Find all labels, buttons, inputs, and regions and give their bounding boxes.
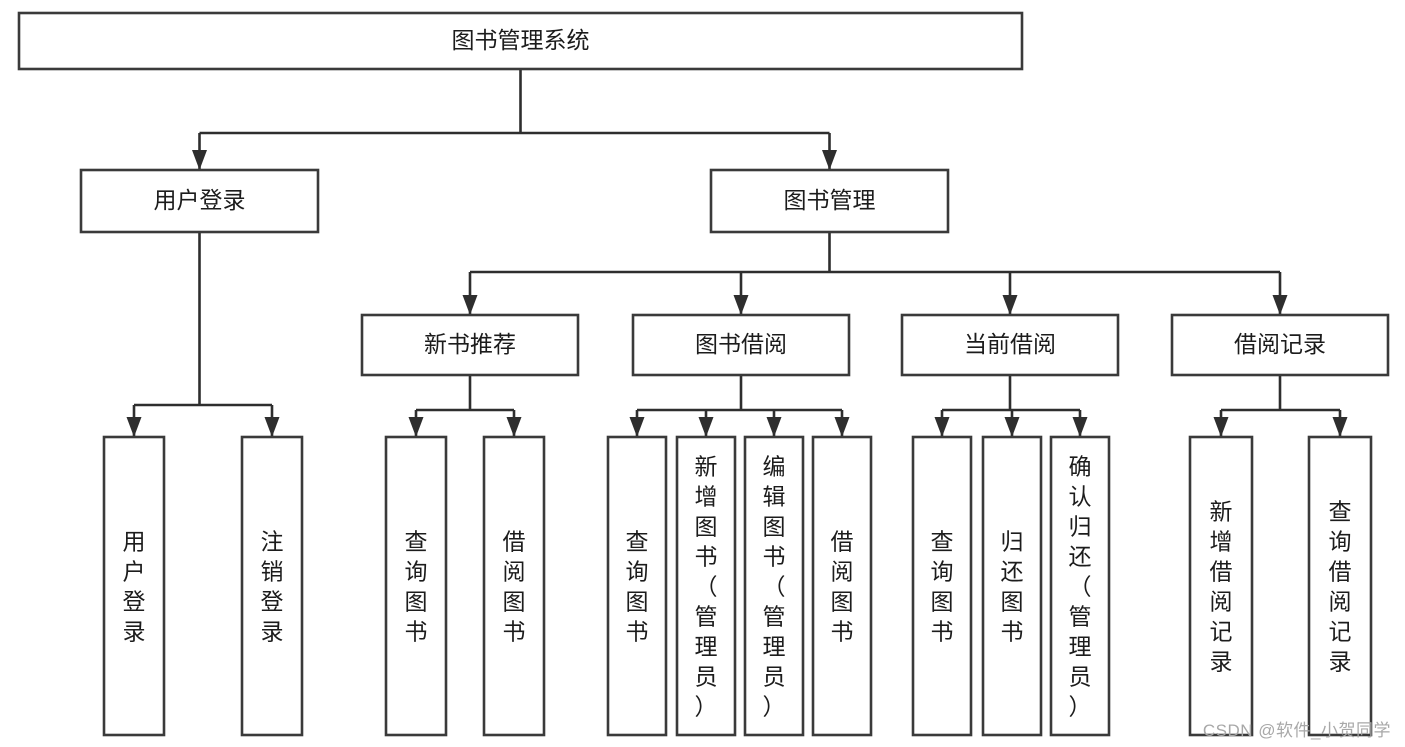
node-root-box[interactable] (17, 11, 1024, 71)
node-leaf-borrow-book-label: 借阅图书 (831, 528, 854, 644)
node-book-borrow-label: 图书借阅 (695, 331, 787, 357)
arrow-head-icon (822, 150, 837, 170)
arrow-head-icon (408, 417, 424, 437)
arrow-head-icon (1072, 417, 1088, 437)
node-borrow-record-label: 借阅记录 (1234, 331, 1326, 357)
node-leaf-borrow-book-rec-box[interactable] (482, 435, 546, 737)
node-leaf-add-book-label: 新增图书（管理员） (695, 453, 718, 719)
node-leaf-borrow-book-rec-label: 借阅图书 (503, 528, 526, 644)
node-leaf-edit-book-label: 编辑图书（管理员） (763, 453, 786, 719)
node-leaf-return-book-label: 归还图书 (1001, 528, 1024, 644)
node-leaf-query-record[interactable]: 查询借阅记录 (1307, 435, 1373, 737)
node-leaf-query-book-rec[interactable]: 查询图书 (384, 435, 448, 737)
arrow-head-icon (1332, 417, 1348, 437)
nodes-layer: 图书管理系统用户登录图书管理新书推荐图书借阅当前借阅借阅记录用户登录注销登录查询… (17, 11, 1390, 737)
node-book-manage-label: 图书管理 (784, 187, 876, 213)
node-root[interactable]: 图书管理系统 (17, 11, 1024, 71)
node-leaf-user-logout-label: 注销登录 (261, 528, 284, 644)
node-leaf-user-login-label: 用户登录 (123, 528, 146, 644)
node-leaf-query-book-rec-box[interactable] (384, 435, 448, 737)
node-new-book-rec[interactable]: 新书推荐 (360, 313, 580, 377)
node-leaf-query-book-current-label: 查询图书 (931, 528, 954, 644)
node-new-book-rec-label: 新书推荐 (424, 331, 516, 357)
node-leaf-query-record-box[interactable] (1307, 435, 1373, 737)
node-leaf-query-book-borrow-box[interactable] (606, 435, 668, 737)
arrow-head-icon (192, 150, 207, 170)
node-leaf-confirm-return[interactable]: 确认归还（管理员） (1049, 435, 1111, 737)
node-leaf-user-logout-box[interactable] (240, 435, 304, 737)
arrow-head-icon (264, 417, 280, 437)
node-leaf-edit-book[interactable]: 编辑图书（管理员） (743, 435, 805, 737)
node-current-borrow[interactable]: 当前借阅 (900, 313, 1120, 377)
node-leaf-borrow-book-rec[interactable]: 借阅图书 (482, 435, 546, 737)
arrow-head-icon (629, 417, 645, 437)
node-new-book-rec-box[interactable] (360, 313, 580, 377)
node-leaf-query-book-borrow-label: 查询图书 (626, 528, 649, 644)
node-root-label: 图书管理系统 (452, 27, 590, 53)
arrow-head-icon (462, 295, 478, 315)
arrow-head-icon (834, 417, 850, 437)
node-current-borrow-label: 当前借阅 (964, 331, 1056, 357)
arrow-head-icon (506, 417, 522, 437)
node-leaf-add-record-box[interactable] (1188, 435, 1254, 737)
node-book-manage[interactable]: 图书管理 (709, 168, 950, 234)
node-leaf-add-book[interactable]: 新增图书（管理员） (675, 435, 737, 737)
node-leaf-query-book-current[interactable]: 查询图书 (911, 435, 973, 737)
node-user-login-box[interactable] (79, 168, 320, 234)
node-leaf-query-record-label: 查询借阅记录 (1329, 498, 1352, 674)
node-leaf-borrow-book-box[interactable] (811, 435, 873, 737)
node-leaf-query-book-current-box[interactable] (911, 435, 973, 737)
node-leaf-query-book-borrow[interactable]: 查询图书 (606, 435, 668, 737)
node-leaf-query-book-rec-label: 查询图书 (405, 528, 428, 644)
arrow-head-icon (1272, 295, 1288, 315)
arrow-head-icon (1213, 417, 1229, 437)
node-book-borrow-box[interactable] (631, 313, 851, 377)
node-leaf-borrow-book[interactable]: 借阅图书 (811, 435, 873, 737)
arrow-head-icon (1004, 417, 1020, 437)
node-borrow-record[interactable]: 借阅记录 (1170, 313, 1390, 377)
arrow-head-icon (698, 417, 714, 437)
arrow-head-icon (766, 417, 782, 437)
arrow-head-icon (126, 417, 142, 437)
node-book-borrow[interactable]: 图书借阅 (631, 313, 851, 377)
arrow-head-icon (1002, 295, 1018, 315)
node-leaf-add-book-box[interactable] (675, 435, 737, 737)
node-leaf-confirm-return-label: 确认归还（管理员） (1069, 453, 1092, 719)
node-leaf-return-book-box[interactable] (981, 435, 1043, 737)
node-leaf-user-logout[interactable]: 注销登录 (240, 435, 304, 737)
node-leaf-user-login-box[interactable] (102, 435, 166, 737)
arrow-head-icon (934, 417, 950, 437)
node-leaf-edit-book-box[interactable] (743, 435, 805, 737)
node-user-login[interactable]: 用户登录 (79, 168, 320, 234)
node-leaf-add-record-label: 新增借阅记录 (1210, 498, 1233, 674)
node-current-borrow-box[interactable] (900, 313, 1120, 377)
node-user-login-label: 用户登录 (154, 187, 246, 213)
node-leaf-user-login[interactable]: 用户登录 (102, 435, 166, 737)
connectors-layer (126, 69, 1348, 437)
node-book-manage-box[interactable] (709, 168, 950, 234)
node-leaf-return-book[interactable]: 归还图书 (981, 435, 1043, 737)
node-borrow-record-box[interactable] (1170, 313, 1390, 377)
arrow-head-icon (733, 295, 749, 315)
node-leaf-add-record[interactable]: 新增借阅记录 (1188, 435, 1254, 737)
node-leaf-confirm-return-box[interactable] (1049, 435, 1111, 737)
